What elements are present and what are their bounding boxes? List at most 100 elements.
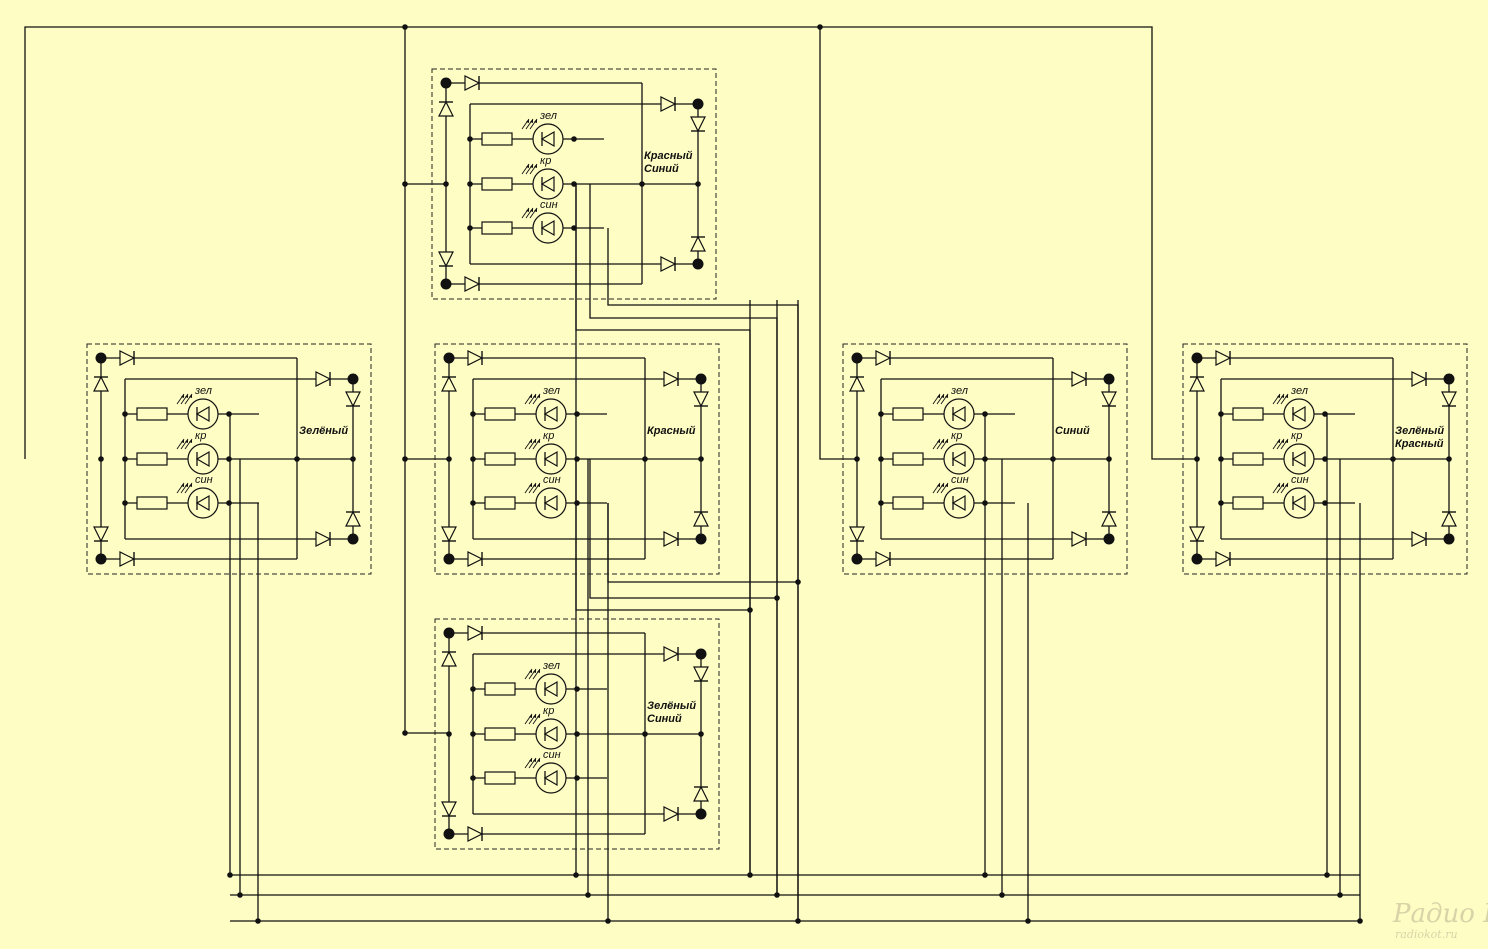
terminal-pin — [851, 352, 863, 364]
junction-dot — [642, 456, 648, 462]
junction-dot — [470, 775, 476, 781]
led: зел — [1272, 385, 1315, 430]
junction-dot — [226, 456, 232, 462]
led: зел — [521, 110, 564, 155]
light-arrowhead — [529, 439, 532, 443]
diode — [119, 551, 136, 567]
junction-dot — [294, 456, 300, 462]
junction-dot — [122, 456, 128, 462]
led-body — [943, 398, 975, 430]
led-body — [535, 487, 567, 519]
led-triangle — [195, 405, 210, 423]
diode — [1101, 510, 1117, 527]
diode-body — [438, 100, 454, 117]
light-arrowhead — [937, 483, 940, 487]
led-label: зел — [542, 660, 560, 672]
junction-dot — [1322, 456, 1328, 462]
led-label: кр — [543, 705, 554, 717]
diode — [1215, 350, 1232, 366]
light-arrowhead — [530, 164, 533, 168]
led-body — [535, 673, 567, 705]
light-arrowhead — [1281, 394, 1284, 398]
resistor — [1232, 452, 1264, 466]
diode-body — [467, 350, 484, 366]
diode-body — [1441, 510, 1457, 527]
junction-dot — [574, 686, 580, 692]
junction-dot — [1322, 500, 1328, 506]
junction-dot — [446, 456, 452, 462]
terminal-pin — [1443, 373, 1455, 385]
resistor — [484, 682, 516, 696]
diode — [315, 531, 332, 547]
light-arrowhead — [529, 758, 532, 762]
junction-dot — [639, 181, 645, 187]
diode — [441, 526, 457, 543]
terminal-pin — [692, 98, 704, 110]
block-frame — [1182, 343, 1468, 575]
light-arrowhead — [529, 714, 532, 718]
terminal-pin — [1103, 533, 1115, 545]
diode — [1071, 531, 1088, 547]
led-triangle — [1291, 494, 1306, 512]
junction-dot — [747, 607, 753, 613]
resistor — [892, 496, 924, 510]
light-arrowhead — [530, 119, 533, 123]
terminal-pin — [1443, 533, 1455, 545]
junction-dot — [573, 872, 579, 878]
light-arrowhead — [537, 758, 540, 762]
light-arrowhead — [530, 208, 533, 212]
junction-dot — [470, 686, 476, 692]
diode — [345, 510, 361, 527]
led-label: кр — [1291, 430, 1302, 442]
junction-dot — [878, 456, 884, 462]
junction-dot — [467, 225, 473, 231]
light-arrowhead — [533, 758, 536, 762]
junction-dot — [574, 411, 580, 417]
diode — [849, 375, 865, 392]
terminal-pin — [692, 258, 704, 270]
junction-dot — [1218, 456, 1224, 462]
diode-body — [1411, 531, 1428, 547]
wire — [589, 459, 777, 599]
light-arrowhead — [189, 439, 192, 443]
block-label: Красный — [647, 425, 696, 437]
led-body — [532, 123, 564, 155]
diode-body — [1215, 551, 1232, 567]
diode — [315, 371, 332, 387]
light-arrowhead — [537, 483, 540, 487]
light-arrowhead — [181, 483, 184, 487]
terminal-pin — [443, 828, 455, 840]
resistor — [484, 496, 516, 510]
led-triangle — [540, 130, 555, 148]
resistor — [481, 221, 513, 235]
diode-body — [1071, 371, 1088, 387]
junction-dot — [817, 24, 823, 30]
light-arrowhead — [941, 439, 944, 443]
diode — [690, 116, 706, 133]
resistor — [484, 727, 516, 741]
junction-dot — [574, 775, 580, 781]
light-arrowhead — [526, 119, 529, 123]
diode — [119, 350, 136, 366]
light-arrowhead — [1277, 394, 1280, 398]
junction-dot — [982, 411, 988, 417]
diode — [660, 96, 677, 112]
led-triangle — [951, 494, 966, 512]
junction-dot — [571, 136, 577, 142]
led: зел — [932, 385, 975, 430]
diode-body — [345, 391, 361, 408]
led-label: син — [543, 749, 561, 761]
diode-body — [1071, 531, 1088, 547]
light-arrowhead — [537, 669, 540, 673]
junction-dot — [982, 456, 988, 462]
terminal-pin — [1191, 553, 1203, 565]
terminal-pin — [347, 533, 359, 545]
block-frame — [842, 343, 1128, 575]
diode-body — [660, 256, 677, 272]
led-label: кр — [540, 155, 551, 167]
circuit-blocks: зелкрсинКрасныйСинийзелкрсинЗелёныйзелкр… — [86, 68, 1468, 850]
watermark: Радио КОТ radiokot.ru — [1392, 899, 1488, 941]
